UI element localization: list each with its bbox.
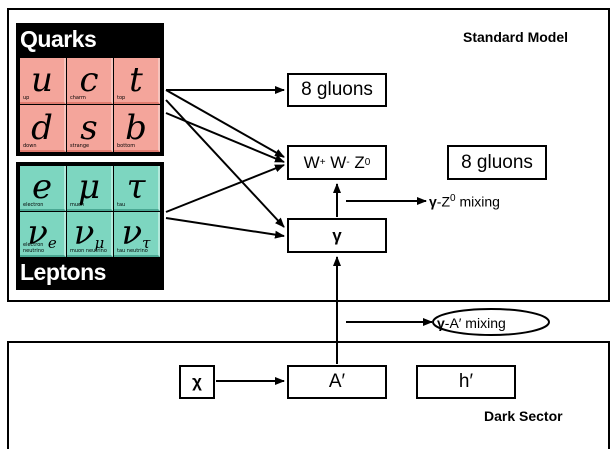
leptons-to-photon-arrow [165, 217, 285, 239]
leptons-block: e electron μ muon τ tau νe electron neut… [16, 162, 164, 290]
leptons-heading: Leptons [20, 259, 106, 285]
lepton-name: muon [70, 202, 85, 208]
quark-symbol: u [31, 60, 53, 100]
lepton-symbol: ντ [121, 213, 151, 253]
lepton-name: tau [117, 202, 126, 208]
lepton-name: electron neutrino [23, 242, 45, 254]
lepton-tile-electron: e electron [20, 166, 66, 211]
dark-sector-title: Dark Sector [484, 408, 563, 424]
lepton-tile-tau-neutrino: ντ tau neutrino [114, 212, 160, 257]
quarks-to-weak-arrow-1 [165, 89, 285, 158]
quark-tile-bottom: b bottom [114, 105, 160, 152]
lepton-symbol: τ [126, 167, 146, 207]
lepton-symbol: μ [77, 167, 101, 207]
chi-box: χ [179, 365, 215, 399]
quark-symbol: b [125, 107, 147, 148]
gamma-aprime-mixing-ellipse [432, 308, 550, 336]
gamma-aprime-mixing-label: γ-A′ mixing [437, 315, 506, 331]
quark-symbol: d [31, 107, 53, 148]
quark-name: strange [70, 143, 90, 149]
quark-name: charm [70, 95, 86, 101]
photon-box: γ [287, 218, 387, 253]
lepton-name: muon neutrino [70, 248, 107, 254]
quark-tile-down: d down [20, 105, 66, 152]
quark-name: down [23, 143, 37, 149]
aprime-box: A′ [287, 365, 387, 399]
quarks-block: Quarks u up c charm t top d down s stran… [16, 23, 164, 156]
quark-tile-charm: c charm [67, 58, 113, 104]
quark-symbol: t [129, 60, 143, 100]
gluons-box: 8 gluons [287, 73, 387, 107]
lepton-tile-muon: μ muon [67, 166, 113, 211]
quark-symbol: c [79, 60, 99, 100]
leptons-to-weak-arrow [165, 164, 285, 213]
quark-tile-up: u up [20, 58, 66, 104]
quark-name: top [117, 95, 126, 101]
quarks-to-photon-arrow [165, 99, 285, 228]
quarks-heading: Quarks [20, 26, 97, 52]
lepton-name: electron [23, 202, 44, 208]
quark-tile-top: t top [114, 58, 160, 104]
lepton-name: tau neutrino [117, 248, 148, 254]
lepton-tile-tau: τ tau [114, 166, 160, 211]
gamma-z-mixing-label: γ-Z0 mixing [429, 193, 500, 210]
quark-name: bottom [117, 143, 136, 149]
gluons-box-right: 8 gluons [447, 145, 547, 180]
lepton-symbol: e [31, 167, 53, 207]
lepton-tile-electron-neutrino: νe electron neutrino [20, 212, 66, 257]
hprime-box: h′ [416, 365, 516, 399]
standard-model-title: Standard Model [463, 29, 569, 45]
quark-tile-strange: s strange [67, 105, 113, 152]
quark-symbol: s [80, 107, 98, 148]
lepton-symbol: νe [27, 213, 57, 253]
quark-name: up [23, 95, 30, 101]
lepton-tile-muon-neutrino: νμ muon neutrino [67, 212, 113, 257]
lepton-symbol: νμ [73, 213, 105, 253]
